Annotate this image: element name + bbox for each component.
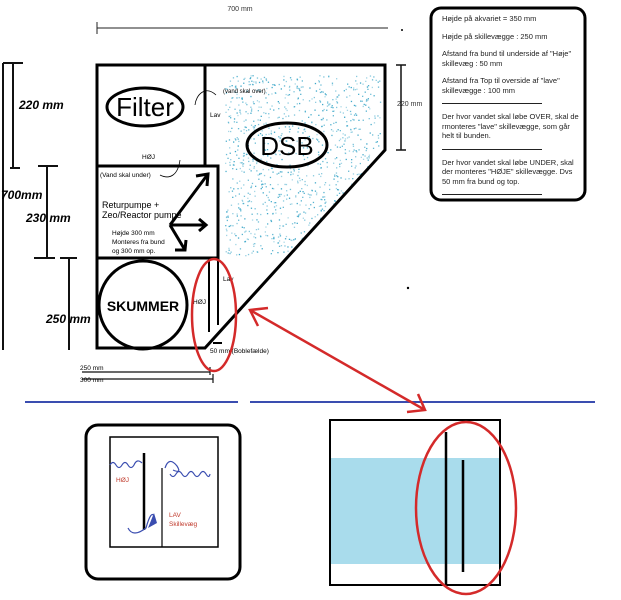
bottom-width-2: 300 mm [80,377,103,384]
pump-arrows-icon [168,172,210,252]
divider [442,103,542,104]
detail-tank [109,436,219,548]
lav-top-label: Lav [210,112,221,119]
detail-hoj-label: HØJ [116,477,129,484]
right-dimension [396,64,406,151]
dot [406,286,410,290]
note-line: Der hvor vandet skal løbe UNDER, skal de… [442,157,574,186]
dsb-sand-area [225,75,382,257]
note-line: Højde på skillevægge : 250 mm [442,31,548,41]
bottom-width-1: 250 mm [80,365,103,372]
pump-note-2: Monteres fra bund [112,239,165,246]
top-dimension [96,22,388,34]
highlight-ellipse [414,420,518,596]
dsb-label: DSB [260,131,313,161]
right-height-label: 220 mm [397,101,422,108]
curve-arrow-icon [194,90,217,106]
pump-note-1: Højde 300 mm [112,230,155,237]
flow-mark-icon [148,513,157,528]
skimmer-height-label: 250 mm [45,312,91,326]
filter-ellipse [105,86,185,128]
sump-outline [95,63,387,350]
bubble-trap-label: 50 mm (Boblefælde) [210,348,269,355]
filter-height-label: 220 mm [18,98,64,112]
note-line: Højde på akvariet = 350 mm [442,14,537,23]
divider [442,148,542,150]
pump-note-3: og 300 mm op. [112,248,156,255]
curve-arrow-icon [159,159,181,178]
detail-lav-label: LAV [169,512,181,519]
lav-skimmer-label: Lav [223,276,234,283]
water-under-label: (Vand skal under) [100,172,151,179]
double-arrow-icon [248,306,427,414]
left-dimensions [2,62,77,350]
detail-skillevaeg-label: Skillevæg [169,521,198,528]
detail-frame [84,423,242,581]
skimmer-circle [97,259,189,351]
hoj-mid-label: HØJ [142,154,155,161]
water-waves [109,460,211,534]
top-width-label: 700 mm [227,6,252,13]
skimmer-label: SKUMMER [107,298,179,314]
water-over-label: (vand skal over) [223,89,266,95]
tank-outline [329,419,501,586]
dsb-ellipse [245,121,329,169]
highlight-ellipse [190,257,238,373]
filter-label: Filter [116,92,174,122]
notes-box: Højde på akvariet = 350 mm Højde på skil… [442,14,582,203]
pump-label-2: Zeo/Reactor pumpe [102,210,182,220]
divider [442,194,542,195]
total-height-label: 700mm [1,188,43,202]
note-line: Der hvor vandet skal løbe OVER, skal de … [442,112,579,140]
pump-label-1: Returpumpe + [102,200,159,210]
note-line: Afstand fra Top til overside af "lave" s… [442,76,560,95]
dot [401,29,403,31]
hoj-skimmer-label: HØJ [193,299,206,306]
note-line: Afstand fra bund til underside af "Høje"… [442,49,572,68]
pump-height-label: 230 mm [25,211,71,225]
